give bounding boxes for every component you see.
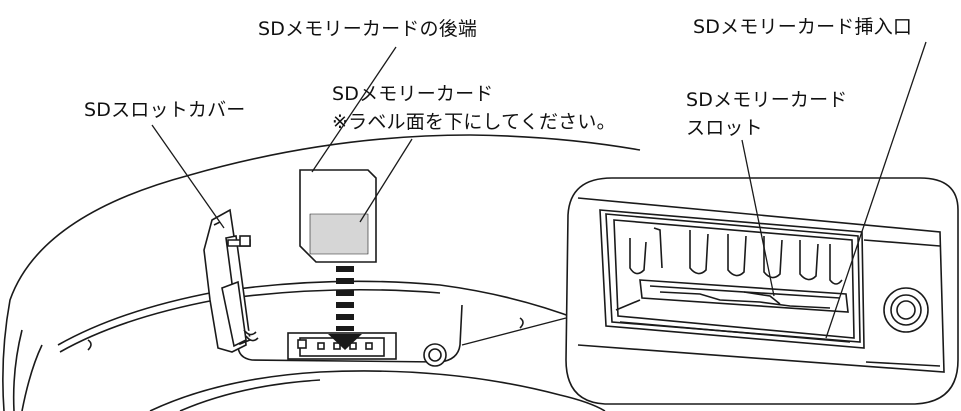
label-sd-card-rear-end: SDメモリーカードの後端 [258, 18, 478, 40]
sd-slot-cover [203, 208, 259, 353]
leader-card-slot [741, 139, 775, 297]
leader-card [359, 138, 413, 223]
leader-lines [151, 41, 927, 339]
label-sd-card-slot-line2: スロット [686, 117, 763, 139]
leader-slot-cover [151, 124, 225, 229]
insertion-arrow [328, 266, 362, 350]
label-sd-card-insertion-slot: SDメモリーカード挿入口 [693, 16, 913, 38]
leader-insertion-slot [825, 41, 927, 339]
sd-card [299, 169, 377, 263]
label-sd-card-slot-line1: SDメモリーカード [686, 89, 848, 111]
label-sd-card: SDメモリーカード [332, 83, 494, 105]
slot-housing [87, 300, 524, 367]
leader-rear-end [311, 46, 397, 173]
zoom-leader-line [461, 317, 567, 346]
zoom-detail [565, 177, 959, 405]
label-sd-slot-cover: SDスロットカバー [84, 99, 246, 121]
label-side-down-note: ※ラベル面を下にしてください。 [332, 111, 616, 133]
